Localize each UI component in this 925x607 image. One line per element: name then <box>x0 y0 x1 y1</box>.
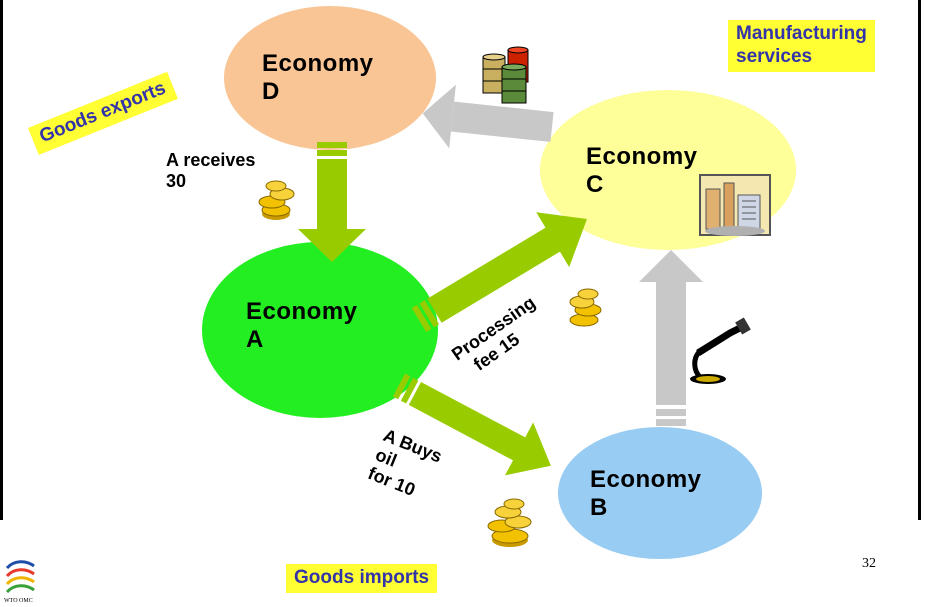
wto-logo-icon <box>5 560 35 594</box>
a-receives-line2: 30 <box>166 170 187 191</box>
manufacturing-line1: Manufacturing <box>736 23 867 44</box>
page-number: 32 <box>862 556 876 571</box>
arrow-c-to-d <box>422 84 554 149</box>
economy-b-ellipse <box>558 427 762 559</box>
economy-c-line1: Economy <box>586 143 698 170</box>
oil-pipe-icon <box>690 317 751 384</box>
factory-icon <box>699 174 771 236</box>
manufacturing-services-box: Manufacturing services <box>728 20 875 72</box>
economy-b-line1: Economy <box>590 466 702 493</box>
oil-barrels-icon <box>482 46 529 104</box>
wto-logo-text: WTO OMC <box>4 598 33 604</box>
economy-b-label: Economy B <box>590 466 702 521</box>
a-receives-label: A receives 30 <box>166 150 255 191</box>
economy-c-line2: C <box>586 170 604 198</box>
arrow-a-to-c <box>411 212 588 333</box>
a-receives-line1: A receives <box>166 150 256 170</box>
economy-a-line2: A <box>246 325 264 353</box>
economy-b-line2: B <box>590 493 608 521</box>
arrow-b-to-c <box>639 250 703 426</box>
economy-d-label: Economy D <box>262 50 374 105</box>
economy-d-line1: Economy <box>262 50 374 77</box>
arrow-d-to-a <box>298 142 366 262</box>
slide-frame-left <box>0 0 3 520</box>
economy-d-ellipse <box>224 6 436 150</box>
goods-imports-box: Goods imports <box>286 564 438 593</box>
economy-a-ellipse <box>202 242 438 418</box>
manufacturing-line2: services <box>736 45 813 67</box>
slide-frame-right <box>918 0 921 520</box>
economy-c-label: Economy C <box>586 143 698 198</box>
coins-icon <box>258 180 295 220</box>
arrow-a-to-b <box>392 373 551 476</box>
coins-icon <box>569 288 602 327</box>
economy-d-line2: D <box>262 77 280 105</box>
goods-imports-text: Goods imports <box>294 567 430 588</box>
economy-a-label: Economy A <box>246 298 358 353</box>
coins-icon <box>487 498 532 547</box>
economy-a-line1: Economy <box>246 298 358 325</box>
